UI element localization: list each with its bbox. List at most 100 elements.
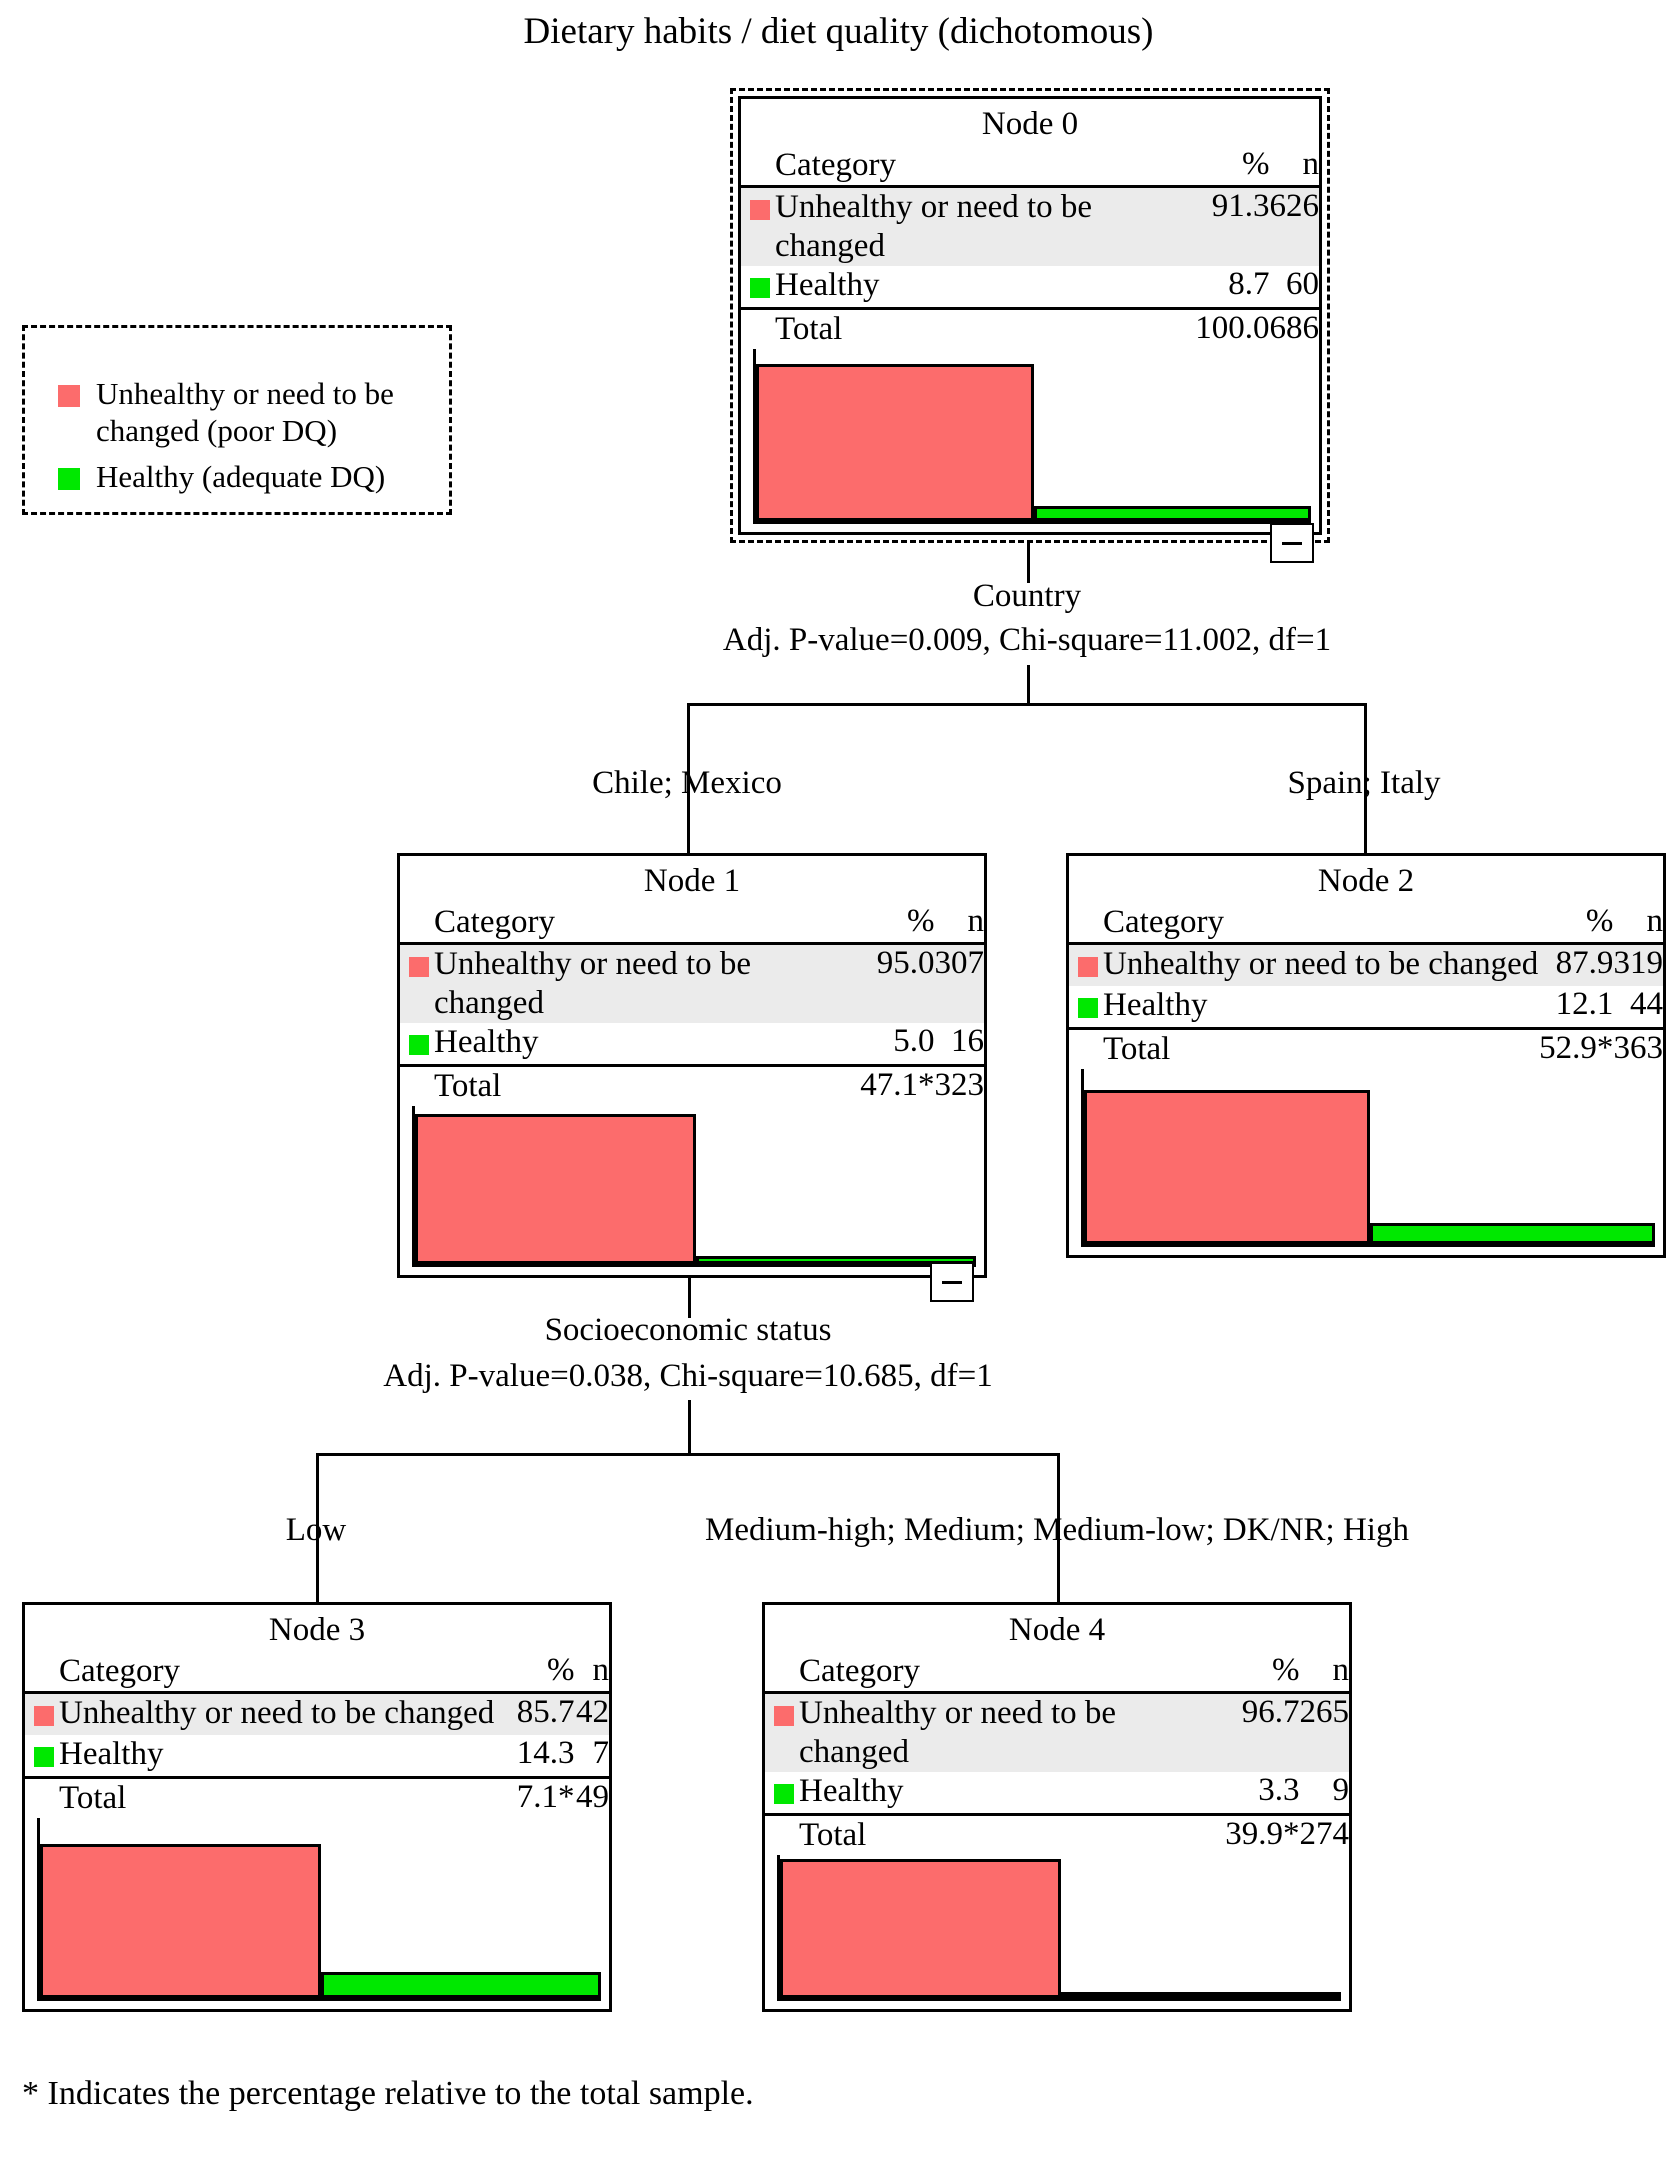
red-swatch-icon: [34, 1705, 54, 1726]
row-n: 42: [574, 1692, 609, 1735]
total-n: 686: [1269, 309, 1320, 346]
red-swatch-icon: [750, 199, 770, 220]
node-2-table: Category % n Unhealthy or need to be cha…: [1069, 903, 1663, 1069]
total-label: Total: [775, 310, 843, 347]
total-n: 323: [934, 1066, 985, 1103]
legend-box: Unhealthy or need to be changed (poor DQ…: [22, 325, 452, 515]
red-swatch-icon: [1078, 956, 1098, 977]
legend-item-label: Unhealthy or need to be changed (poor DQ…: [96, 376, 394, 448]
table-row: Unhealthy or need to be changed 87.9 319: [1069, 943, 1663, 986]
row-percent: 87.9: [1539, 943, 1614, 986]
page-title: Dietary habits / diet quality (dichotomo…: [523, 11, 1154, 52]
split-2-stats: Adj. P-value=0.038, Chi-square=10.685, d…: [383, 1358, 993, 1394]
column-header-n: n: [1332, 1652, 1350, 1688]
total-percent: 7.1*: [516, 1778, 575, 1815]
column-header-category: Category: [59, 1653, 180, 1689]
row-percent: 95.0: [860, 943, 935, 1023]
histogram-bar-healthy: [695, 1256, 976, 1264]
connector-split2-left-down: [316, 1453, 319, 1603]
connector-split1-horizontal: [687, 703, 1367, 706]
row-percent: 85.7: [514, 1692, 575, 1735]
total-label: Total: [799, 1816, 867, 1853]
column-header-percent: %: [1242, 146, 1270, 182]
column-header-percent: %: [1272, 1652, 1300, 1688]
column-header-n: n: [967, 903, 985, 939]
row-label: Healthy: [799, 1772, 904, 1809]
histogram-bar-healthy: [1369, 1222, 1655, 1244]
branch-label-left-1: Chile; Mexico: [592, 765, 782, 801]
table-row: Unhealthy or need to be changed 85.7 42: [25, 1692, 609, 1735]
table-row: Healthy 5.0 16: [400, 1023, 984, 1064]
row-label: Unhealthy or need to be changed: [1103, 943, 1540, 986]
table-row: Healthy 3.3 9: [765, 1772, 1349, 1813]
table-row-total: Total 7.1* 49: [25, 1777, 609, 1817]
red-swatch-icon: [774, 1705, 794, 1726]
split-1-stats: Adj. P-value=0.009, Chi-square=11.002, d…: [722, 622, 1332, 658]
column-header-category: Category: [775, 147, 896, 183]
node-2[interactable]: Node 2 Category % n Unhealthy or need to…: [1066, 853, 1666, 1258]
branch-label-left-2: Low: [285, 1512, 347, 1548]
split-1-variable: Country: [972, 578, 1082, 614]
branch-label-right-2: Medium-high; Medium; Medium-low; DK/NR; …: [705, 1512, 1409, 1548]
row-label: Unhealthy or need to be changed: [775, 186, 1196, 266]
total-label: Total: [59, 1779, 127, 1816]
node-0-title: Node 0: [981, 106, 1079, 142]
row-label: Healthy: [434, 1023, 539, 1060]
node-1-title: Node 1: [643, 863, 741, 899]
table-row: Healthy 8.7 60: [741, 266, 1319, 307]
total-n: 274: [1299, 1815, 1350, 1852]
row-label: Unhealthy or need to be changed: [799, 1692, 1226, 1772]
node-3[interactable]: Node 3 Category % n Unhealthy or need to…: [22, 1602, 612, 2012]
table-row: Unhealthy or need to be changed 96.7 265: [765, 1692, 1349, 1772]
column-header-n: n: [592, 1652, 610, 1688]
green-swatch-icon: [750, 277, 770, 298]
legend-item-label: Healthy (adequate DQ): [96, 459, 386, 495]
node-3-table: Category % n Unhealthy or need to be cha…: [25, 1652, 609, 1818]
node-1-histogram: [412, 1105, 976, 1267]
green-swatch-icon: [58, 468, 80, 491]
node-4[interactable]: Node 4 Category % n Unhealthy or need to…: [762, 1602, 1352, 2012]
row-label: Healthy: [775, 266, 880, 303]
row-n: 319: [1613, 943, 1663, 986]
green-swatch-icon: [1078, 997, 1098, 1018]
histogram-bar-unhealthy: [40, 1843, 321, 1998]
column-header-percent: %: [1585, 903, 1614, 939]
green-swatch-icon: [409, 1034, 429, 1055]
column-header-percent: %: [907, 903, 935, 939]
node-1[interactable]: Node 1 Category % n Unhealthy or need to…: [397, 853, 987, 1278]
node-2-title: Node 2: [1317, 863, 1415, 899]
row-label: Unhealthy or need to be changed: [434, 943, 861, 1023]
connector-split1-down: [1027, 665, 1030, 705]
column-header-n: n: [1646, 903, 1664, 939]
row-n: 16: [951, 1022, 984, 1059]
row-percent: 8.7: [1228, 265, 1270, 302]
total-percent: 52.9*: [1539, 1029, 1614, 1066]
green-swatch-icon: [34, 1746, 54, 1767]
histogram-bar-healthy: [320, 1972, 601, 1998]
total-label: Total: [1103, 1030, 1171, 1067]
row-n: 265: [1299, 1692, 1349, 1772]
table-row: Unhealthy or need to be changed 95.0 307: [400, 943, 984, 1023]
table-row-total: Total 39.9* 274: [765, 1814, 1349, 1854]
row-n: 7: [592, 1734, 610, 1771]
total-percent: 100.0: [1195, 309, 1270, 346]
node-3-histogram: [37, 1817, 601, 2001]
row-n: 60: [1286, 265, 1319, 302]
row-label: Healthy: [1103, 986, 1208, 1023]
legend-item-unhealthy: Unhealthy or need to be changed (poor DQ…: [58, 376, 449, 449]
node-2-histogram: [1081, 1068, 1655, 1247]
connector-split2-down: [688, 1400, 691, 1455]
column-header-category: Category: [1103, 904, 1224, 940]
connector-split1-left-down: [687, 703, 690, 853]
node-1-collapse-button[interactable]: [930, 1262, 974, 1302]
connector-node1-down: [688, 1278, 691, 1318]
total-n: 49: [576, 1778, 609, 1815]
table-row: Healthy 14.3 7: [25, 1735, 609, 1776]
column-header-n: n: [1302, 146, 1320, 182]
row-n: 9: [1332, 1771, 1350, 1808]
node-0[interactable]: Node 0 Category % n Unhealthy or need to…: [730, 88, 1330, 543]
minus-icon: [1282, 541, 1302, 545]
histogram-bar-unhealthy: [756, 363, 1034, 521]
node-0-collapse-button[interactable]: [1270, 523, 1314, 563]
node-4-histogram: [777, 1854, 1341, 2001]
